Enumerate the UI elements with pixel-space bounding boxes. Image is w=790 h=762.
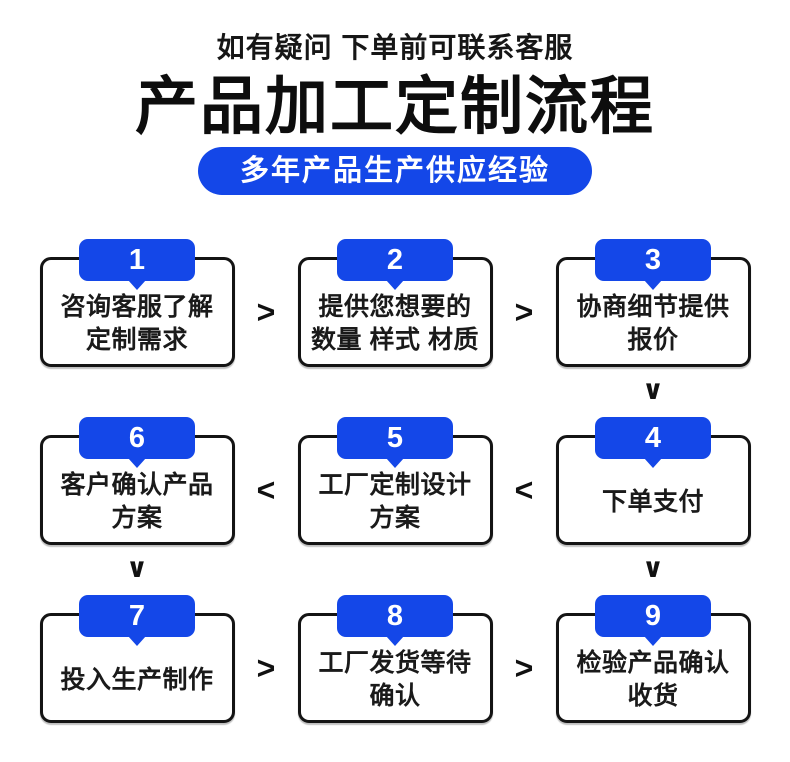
arrow-down-icon: ∨ xyxy=(642,374,664,405)
step-cell-5: 5 工厂定制设计 方案 xyxy=(297,417,493,546)
step-label: 检验产品确认 收货 xyxy=(576,649,730,711)
step-number-badge: 4 xyxy=(595,417,711,469)
process-infographic: 如有疑问 下单前可联系客服 产品加工定制流程 多年产品生产供应经验 1 咨询客服… xyxy=(0,26,790,762)
step-number-badge: 5 xyxy=(337,417,453,469)
step-cell-4: 4 下单支付 xyxy=(555,417,751,546)
badge-tail-icon xyxy=(644,636,662,647)
step-cell-8: 8 工厂发货等待 确认 xyxy=(297,595,493,724)
step-number-badge: 3 xyxy=(595,239,711,291)
connector-spacer xyxy=(40,367,235,413)
step-number-badge: 8 xyxy=(337,595,453,647)
step-box: 1 咨询客服了解 定制需求 xyxy=(39,239,235,368)
step-number: 8 xyxy=(386,599,404,632)
flow-grid: 1 咨询客服了解 定制需求 > 2 提供您想要的 数量 样式 材质 > 3 xyxy=(0,235,790,724)
badge-tail-icon xyxy=(386,280,404,291)
arrow-right-icon: > xyxy=(256,649,276,686)
step-number: 3 xyxy=(644,243,662,276)
connector-spacer xyxy=(298,545,493,591)
badge-tail-icon xyxy=(644,458,662,469)
step-number: 4 xyxy=(644,421,662,454)
step-label: 工厂定制设计 方案 xyxy=(318,471,472,533)
step-number-badge: 6 xyxy=(79,417,195,469)
badge-tail-icon xyxy=(128,280,146,291)
step-cell-7: 7 投入生产制作 xyxy=(39,595,235,724)
step-cell-6: 6 客户确认产品 方案 xyxy=(39,417,235,546)
badge-tail-icon xyxy=(128,636,146,647)
step-number: 9 xyxy=(644,599,662,632)
step-cell-9: 9 检验产品确认 收货 xyxy=(555,595,751,724)
step-box: 2 提供您想要的 数量 样式 材质 xyxy=(297,239,493,368)
badge-tail-icon xyxy=(128,458,146,469)
arrow-down-icon: ∨ xyxy=(642,552,664,583)
connector-spacer xyxy=(298,367,493,413)
step-number: 7 xyxy=(128,599,146,632)
arrow-left-icon: < xyxy=(256,471,276,508)
step-cell-2: 2 提供您想要的 数量 样式 材质 xyxy=(297,239,493,368)
step-number: 5 xyxy=(386,421,404,454)
step-number: 2 xyxy=(386,243,404,276)
step-label: 客户确认产品 方案 xyxy=(60,471,214,533)
step-box: 9 检验产品确认 收货 xyxy=(555,595,751,724)
connector-spacer xyxy=(493,367,556,413)
step-cell-3: 3 协商细节提供 报价 xyxy=(555,239,751,368)
step-box: 7 投入生产制作 xyxy=(39,595,235,724)
subtitle-pill: 多年产品生产供应经验 xyxy=(197,147,592,196)
step-cell-1: 1 咨询客服了解 定制需求 xyxy=(39,239,235,368)
step-number-badge: 7 xyxy=(79,595,195,647)
arrow-right-icon: > xyxy=(514,649,534,686)
step-box: 6 客户确认产品 方案 xyxy=(39,417,235,546)
page-title: 产品加工定制流程 xyxy=(135,72,655,142)
badge-tail-icon xyxy=(644,280,662,291)
badge-tail-icon xyxy=(386,458,404,469)
step-label: 协商细节提供 报价 xyxy=(576,293,730,355)
step-number: 1 xyxy=(128,243,146,276)
step-label: 下单支付 xyxy=(601,487,704,516)
step-number-badge: 1 xyxy=(79,239,195,291)
connector-spacer xyxy=(235,367,298,413)
arrow-down-icon: ∨ xyxy=(126,552,148,583)
arrow-left-icon: < xyxy=(514,471,534,508)
step-box: 4 下单支付 xyxy=(555,417,751,546)
badge-tail-icon xyxy=(386,636,404,647)
step-number-badge: 2 xyxy=(337,239,453,291)
step-number-badge: 9 xyxy=(595,595,711,647)
arrow-right-icon: > xyxy=(256,293,276,330)
step-label: 工厂发货等待 确认 xyxy=(318,649,472,711)
step-box: 8 工厂发货等待 确认 xyxy=(297,595,493,724)
connector-spacer xyxy=(493,545,556,591)
top-note: 如有疑问 下单前可联系客服 xyxy=(216,32,574,63)
connector-spacer xyxy=(235,545,298,591)
step-box: 3 协商细节提供 报价 xyxy=(555,239,751,368)
arrow-right-icon: > xyxy=(514,293,534,330)
step-label: 投入生产制作 xyxy=(60,665,214,694)
subtitle-pill-wrap: 多年产品生产供应经验 xyxy=(0,147,790,196)
step-label: 咨询客服了解 定制需求 xyxy=(60,293,214,355)
step-label: 提供您想要的 数量 样式 材质 xyxy=(311,293,479,355)
step-box: 5 工厂定制设计 方案 xyxy=(297,417,493,546)
step-number: 6 xyxy=(128,421,146,454)
